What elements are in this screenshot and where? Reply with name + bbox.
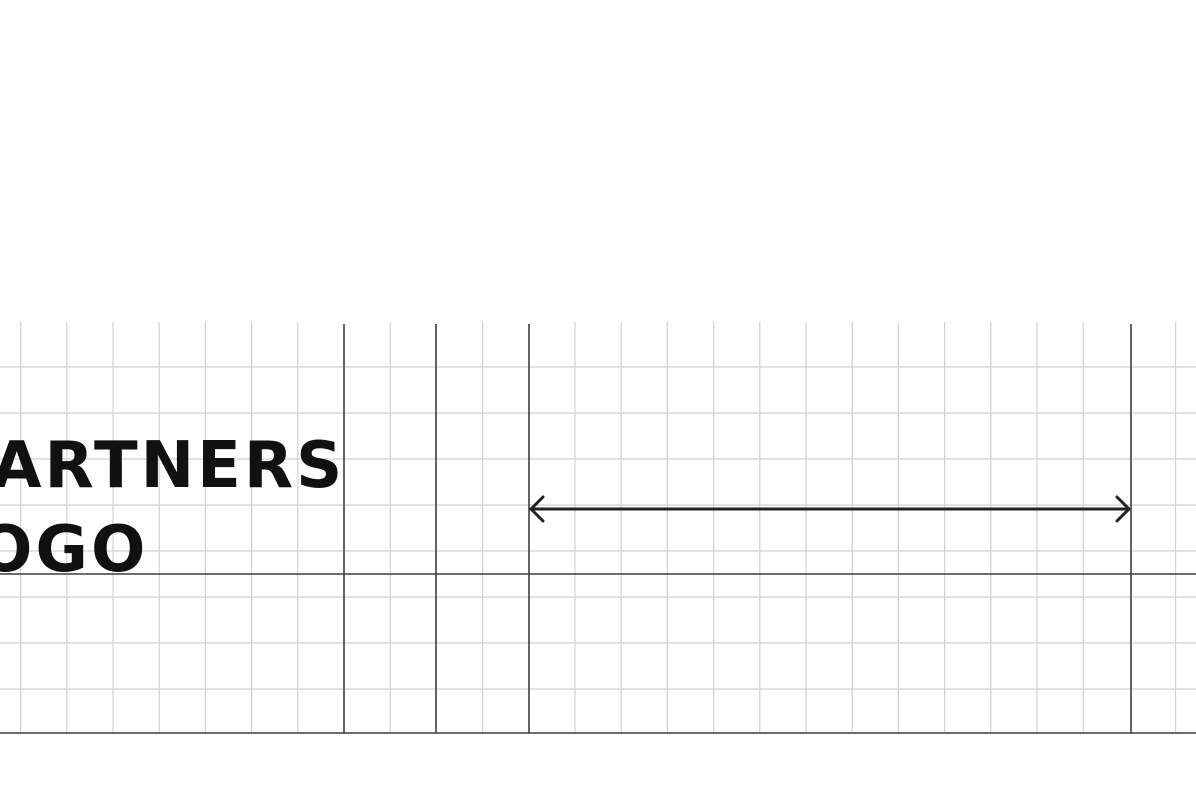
minor-grid bbox=[0, 322, 1196, 733]
double-headed-arrow-icon bbox=[529, 495, 1131, 523]
label-line-2: OGO bbox=[0, 513, 149, 587]
arrow-head-left bbox=[529, 495, 545, 523]
arrow-head-right bbox=[1115, 495, 1131, 523]
partners-logo-label: ARTNERS OGO bbox=[0, 424, 345, 592]
major-grid bbox=[0, 324, 1196, 734]
label-line-1: ARTNERS bbox=[0, 429, 346, 503]
